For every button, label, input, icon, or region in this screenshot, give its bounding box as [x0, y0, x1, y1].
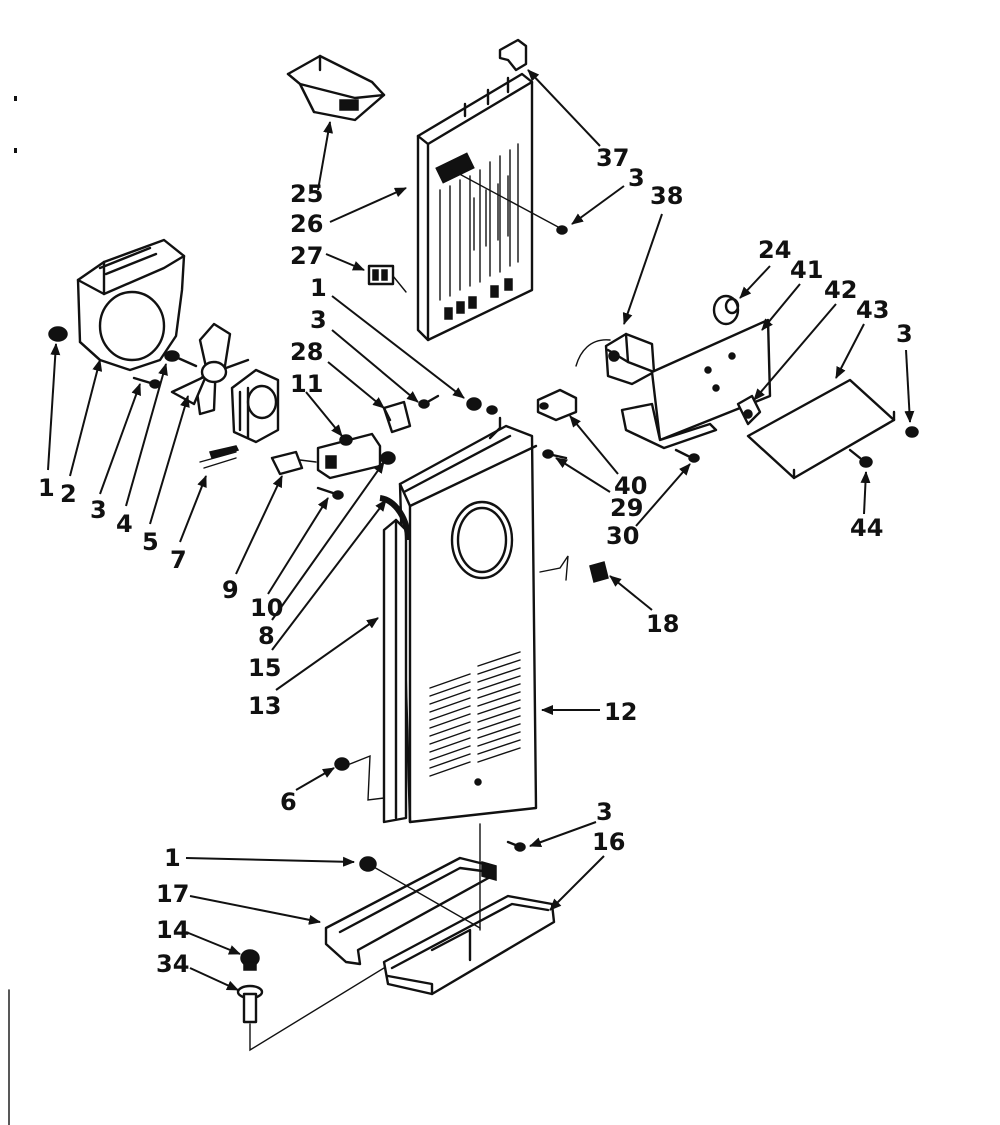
label-25: 25: [290, 180, 323, 208]
label-3-top: 3: [628, 164, 645, 192]
part-43-cover-plate: [746, 378, 896, 480]
label-2: 2: [60, 480, 77, 508]
part-1-nut-top: [466, 397, 498, 415]
label-1-upper: 1: [310, 274, 327, 302]
label-3: 3: [90, 496, 107, 524]
part-10-screw: [316, 486, 344, 500]
label-24: 24: [758, 236, 791, 264]
label-6: 6: [280, 788, 297, 816]
label-26: 26: [290, 210, 323, 238]
label-43: 43: [856, 296, 889, 324]
part-2-blower-housing: [76, 238, 186, 372]
part-44-screw: [848, 448, 873, 468]
label-38: 38: [650, 182, 683, 210]
label-17: 17: [156, 880, 189, 908]
label-3-upper: 3: [310, 306, 327, 334]
part-27-switch: [367, 264, 407, 293]
part-30-screw: [674, 448, 700, 463]
part-12-cabinet: [398, 416, 538, 824]
part-11-bracket: [316, 432, 382, 480]
part-4-hardware: [164, 350, 198, 368]
label-12: 12: [604, 698, 637, 726]
part-14-nut: [240, 949, 260, 971]
part-3-screw-upper: [451, 169, 568, 235]
part-1-nut-base: [359, 856, 481, 929]
label-5: 5: [142, 528, 159, 556]
part-25-switch-housing: [286, 54, 386, 122]
part-3-screw-right: [905, 426, 919, 438]
leader-arrows: [47, 69, 915, 991]
label-15: 15: [248, 654, 281, 682]
part-29-screw: [542, 449, 568, 460]
label-28: 28: [290, 338, 323, 366]
label-30: 30: [606, 522, 639, 550]
label-13: 13: [248, 692, 281, 720]
part-7-motor: [199, 368, 280, 469]
part-26-top-panel: [416, 72, 534, 342]
label-3-base: 3: [596, 798, 613, 826]
margin-marks: [8, 96, 17, 1125]
label-16: 16: [592, 828, 625, 856]
part-6-screw: [334, 754, 385, 801]
label-7: 7: [170, 546, 187, 574]
label-9: 9: [222, 576, 239, 604]
label-42: 42: [824, 276, 857, 304]
label-44: 44: [850, 514, 883, 542]
part-18-fitting: [539, 555, 609, 583]
label-1: 1: [38, 474, 55, 502]
part-40-relay: [536, 388, 578, 422]
label-11: 11: [290, 370, 323, 398]
label-37: 37: [596, 144, 629, 172]
part-28-bracket: [382, 400, 412, 434]
part-8-nut: [380, 451, 396, 465]
part-16-base-tray: [382, 894, 556, 996]
part-9-bracket: [270, 450, 317, 476]
part-38-transformer: [575, 332, 656, 386]
label-34: 34: [156, 950, 189, 978]
part-24-capacitor: [712, 294, 740, 326]
label-18: 18: [646, 610, 679, 638]
label-10: 10: [250, 594, 283, 622]
label-14: 14: [156, 916, 189, 944]
label-4: 4: [116, 510, 133, 538]
part-15-gasket: [379, 495, 411, 541]
label-40: 40: [614, 472, 647, 500]
part-37-clip: [498, 38, 528, 72]
part-3-screw-mid: [418, 394, 440, 409]
label-41: 41: [790, 256, 823, 284]
label-29: 29: [610, 494, 643, 522]
label-3-right: 3: [896, 320, 913, 348]
part-3-screw-left: [132, 376, 161, 389]
part-42-clip: [736, 394, 762, 426]
label-27: 27: [290, 242, 323, 270]
part-3-screw-base: [479, 823, 526, 931]
part-34-bolt: [236, 967, 385, 1052]
label-8: 8: [258, 622, 275, 650]
part-1-nut-left: [48, 326, 68, 342]
part-13-side-panel: [382, 518, 408, 824]
label-1-base: 1: [164, 844, 181, 872]
part-41-bracket: [620, 318, 772, 450]
part-labels: 1 2 3 4 5 7 9 10 8 15 13 6 25 26 27 1 3 …: [38, 144, 913, 978]
